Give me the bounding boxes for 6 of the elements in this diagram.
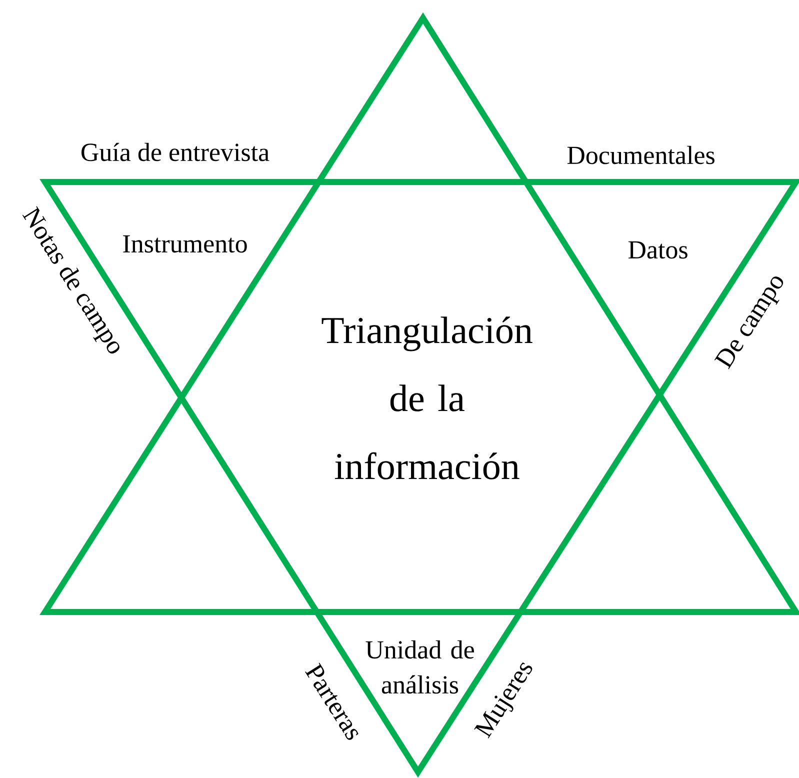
text-label: Instrumento: [123, 235, 247, 253]
text-label: Documentales: [567, 146, 714, 164]
text-label: Triangulación de la información: [322, 316, 532, 480]
text-label: Guía de entrevista: [82, 142, 270, 162]
text-label: Datos: [628, 241, 688, 259]
text-label: Unidad de análisis: [366, 640, 474, 694]
